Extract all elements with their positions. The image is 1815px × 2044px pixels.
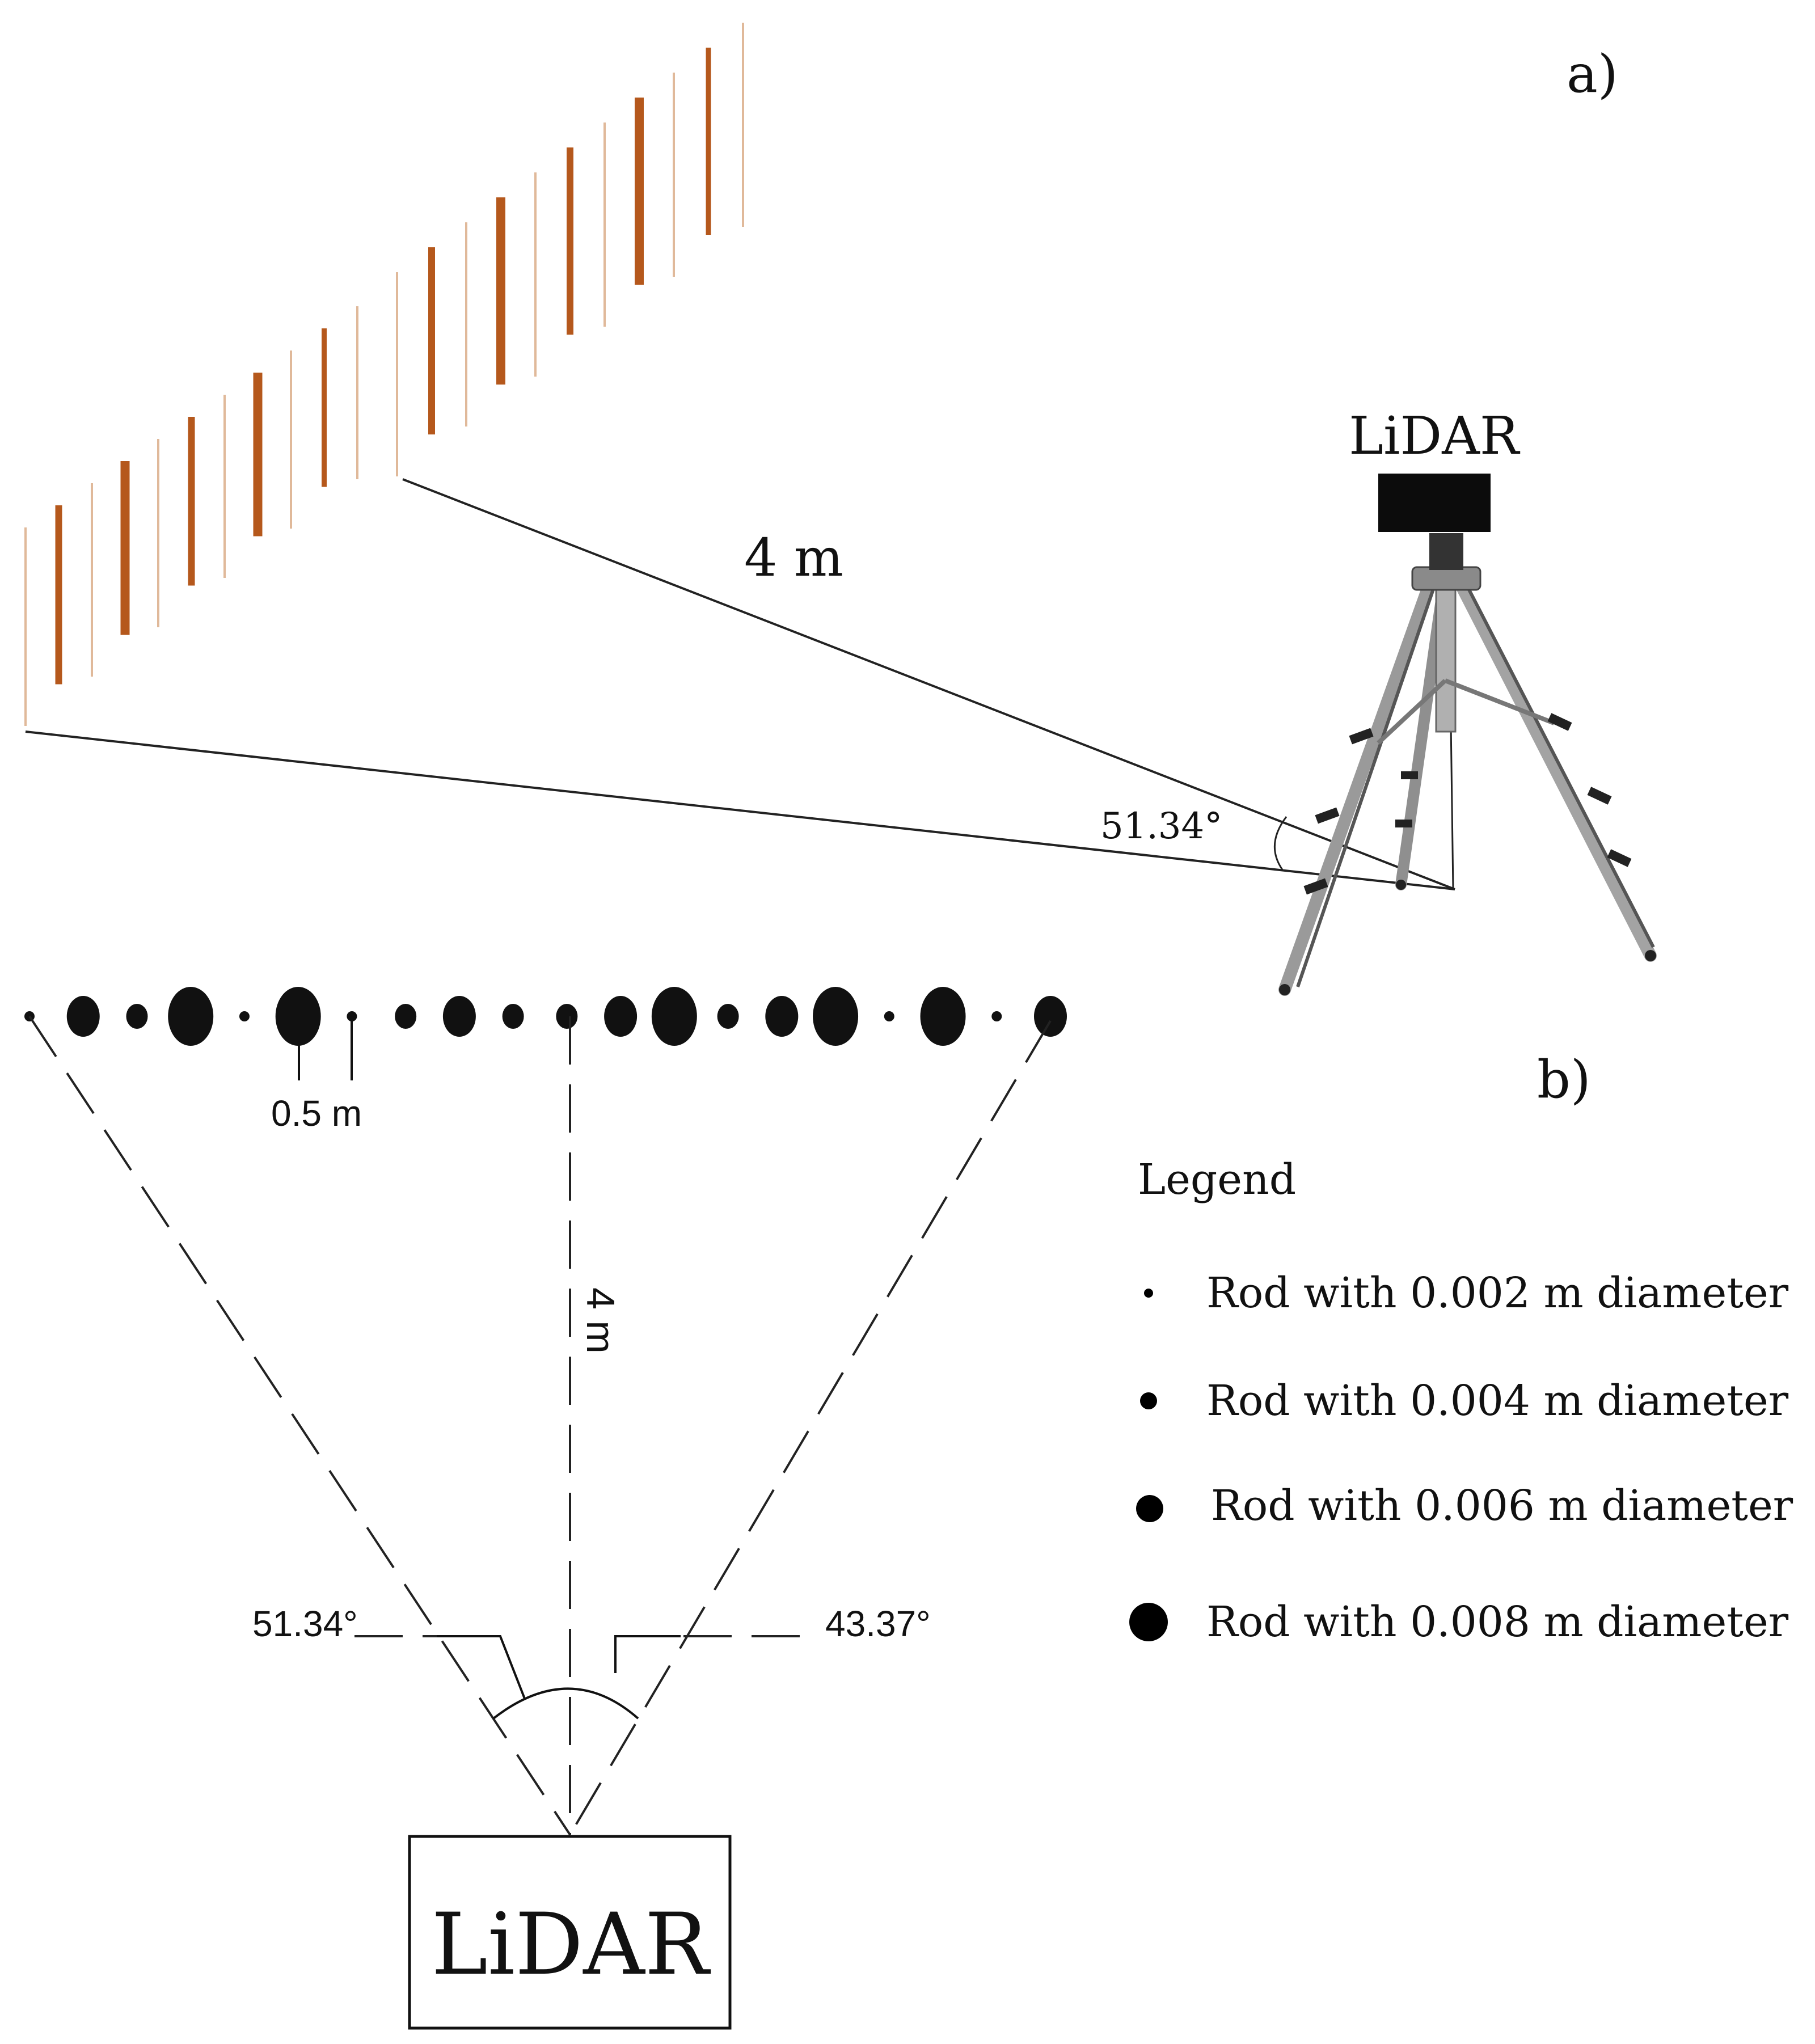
rod-0.008 bbox=[651, 987, 697, 1046]
legend-marker-0.006 bbox=[1136, 1495, 1163, 1522]
angle-helper-line bbox=[1450, 723, 1454, 890]
rod-0.002 bbox=[991, 1011, 1002, 1021]
distance-label-a: 4 m bbox=[744, 527, 843, 588]
spacing-label: 0.5 m bbox=[271, 1093, 362, 1134]
angle-label-a: 51.34° bbox=[1100, 805, 1222, 847]
lidar-box-b bbox=[408, 1835, 732, 2030]
legend: Legend Rod with 0.002 m diameter Rod wit… bbox=[1129, 1155, 1793, 1646]
lidar-label-a: LiDAR bbox=[1349, 406, 1521, 466]
right-angle-label: 43.37° bbox=[825, 1603, 931, 1644]
rod-0.006 bbox=[66, 996, 100, 1037]
rod-0.008 bbox=[168, 987, 214, 1046]
sight-line-right bbox=[569, 1020, 1052, 1836]
legend-label-0.008: Rod with 0.008 m diameter bbox=[1206, 1598, 1789, 1646]
panel-b-label: b) bbox=[1537, 1049, 1591, 1110]
rod-0.004 bbox=[502, 1004, 524, 1029]
angle-arc-b bbox=[492, 1687, 639, 1720]
sight-line-left bbox=[28, 1015, 571, 1836]
legend-marker-0.008 bbox=[1129, 1603, 1168, 1641]
rod-0.004 bbox=[717, 1004, 739, 1029]
rod-0.002 bbox=[884, 1011, 894, 1021]
rod-0.006 bbox=[442, 996, 476, 1037]
fov-line-far bbox=[25, 730, 1455, 890]
perspective-rod-row bbox=[24, 23, 744, 726]
panel-b: b) 0.5 m 4 m 51.34° 43.37° LiDAR bbox=[24, 987, 1591, 2030]
rod-0.002 bbox=[347, 1011, 357, 1021]
lidar-device-a bbox=[1378, 474, 1491, 532]
legend-label-0.004: Rod with 0.004 m diameter bbox=[1206, 1376, 1789, 1425]
rod-0.008 bbox=[275, 987, 321, 1046]
rod-0.004 bbox=[395, 1004, 417, 1029]
legend-marker-0.002 bbox=[1144, 1289, 1153, 1298]
fov-line-near bbox=[402, 478, 1455, 890]
angle-bracket-left bbox=[437, 1635, 526, 1699]
legend-title: Legend bbox=[1138, 1155, 1296, 1204]
rod-0.006 bbox=[1034, 996, 1067, 1037]
distance-label-b: 4 m bbox=[579, 1287, 623, 1354]
rod-0.004 bbox=[126, 1004, 148, 1029]
rod-0.008 bbox=[813, 987, 859, 1046]
rod-0.006 bbox=[765, 996, 799, 1037]
left-angle-label: 51.34° bbox=[252, 1603, 358, 1644]
panel-a: a) 4 m 51.34° bbox=[24, 23, 1657, 996]
angle-bracket-right bbox=[614, 1635, 681, 1673]
angle-arc-a bbox=[1273, 816, 1288, 871]
legend-marker-0.004 bbox=[1140, 1392, 1157, 1409]
rod-0.006 bbox=[604, 996, 638, 1037]
legend-label-0.002: Rod with 0.002 m diameter bbox=[1206, 1269, 1789, 1317]
legend-label-0.006: Rod with 0.006 m diameter bbox=[1211, 1481, 1793, 1530]
tripod bbox=[1278, 533, 1657, 996]
rod-0.008 bbox=[920, 987, 966, 1046]
lidar-box-label: LiDAR bbox=[431, 1895, 711, 1994]
panel-a-label: a) bbox=[1567, 44, 1618, 104]
top-view-rod-row bbox=[24, 987, 1067, 1046]
rod-0.004 bbox=[556, 1004, 578, 1029]
rod-0.002 bbox=[239, 1011, 250, 1021]
